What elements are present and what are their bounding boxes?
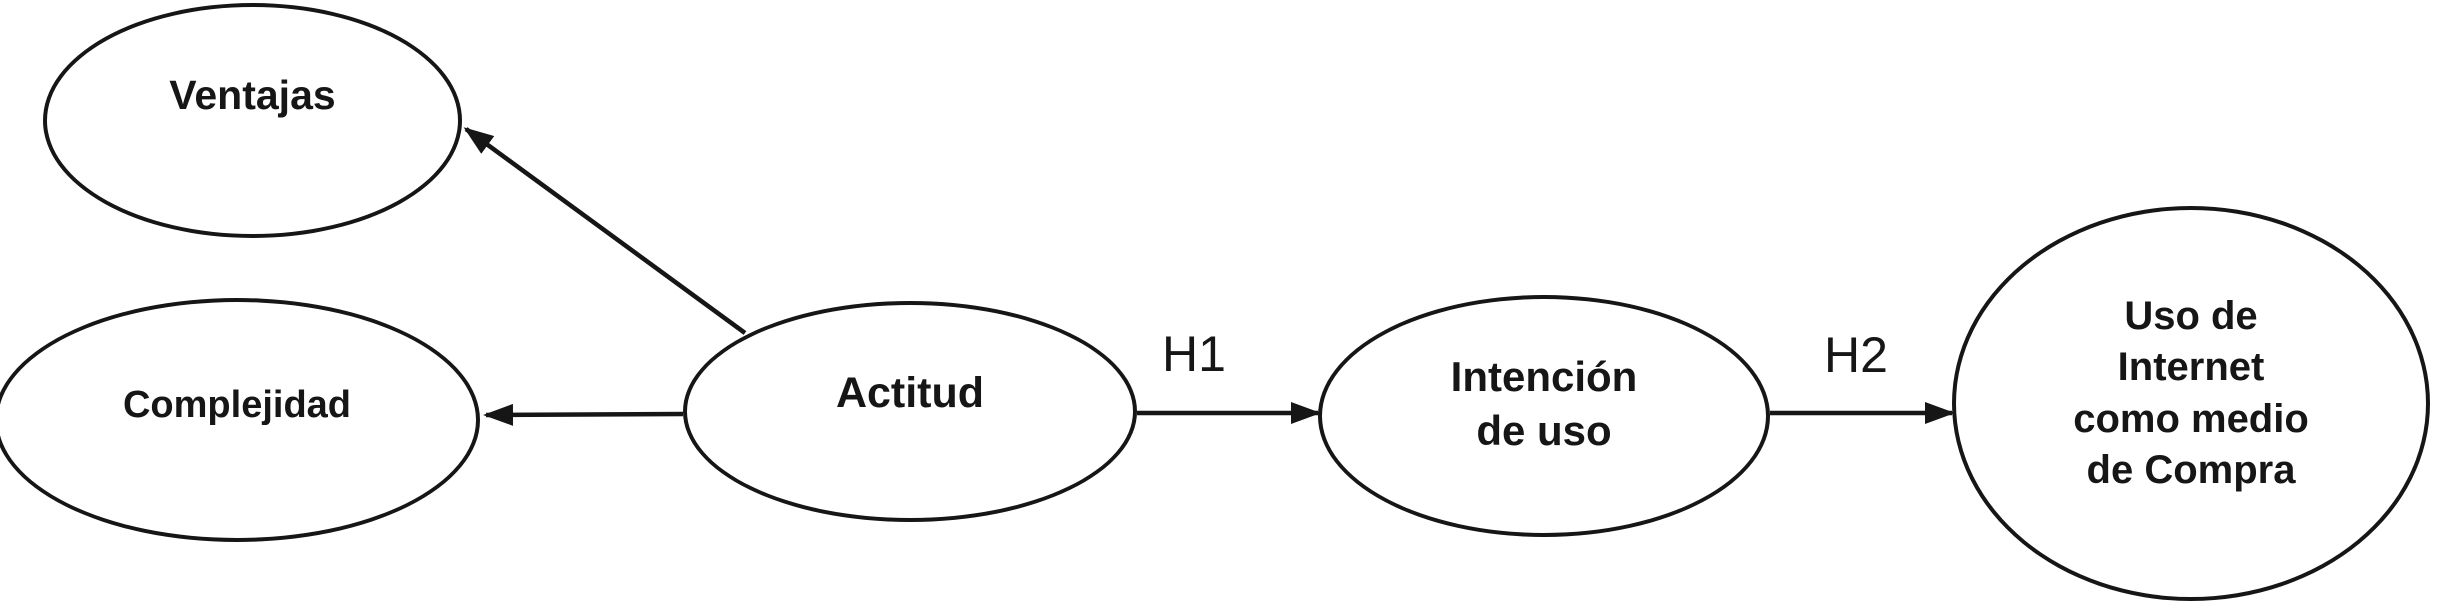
node-complejidad: Complejidad bbox=[0, 298, 480, 542]
arrow-actitud-to-complejidad bbox=[483, 403, 684, 426]
node-actitud: Actitud bbox=[683, 301, 1137, 522]
node-actitud-label: Actitud bbox=[835, 368, 985, 417]
node-uso-de-internet: Uso de Internet como medio de Compra bbox=[1952, 206, 2430, 601]
node-intencion-de-uso: Intención de uso bbox=[1318, 295, 1770, 537]
node-intencion-de-uso-label: Intención de uso bbox=[1450, 353, 1638, 454]
edge-label-h1: H1 bbox=[1162, 326, 1226, 382]
node-uso-de-internet-label: Uso de Internet como medio de Compra bbox=[2073, 294, 2309, 492]
node-complejidad-label: Complejidad bbox=[122, 383, 352, 426]
arrow-actitud-to-ventajas bbox=[463, 127, 747, 335]
node-ventajas: Ventajas bbox=[43, 3, 462, 238]
edge-label-h2: H2 bbox=[1824, 327, 1888, 383]
node-ventajas-label: Ventajas bbox=[169, 72, 336, 119]
